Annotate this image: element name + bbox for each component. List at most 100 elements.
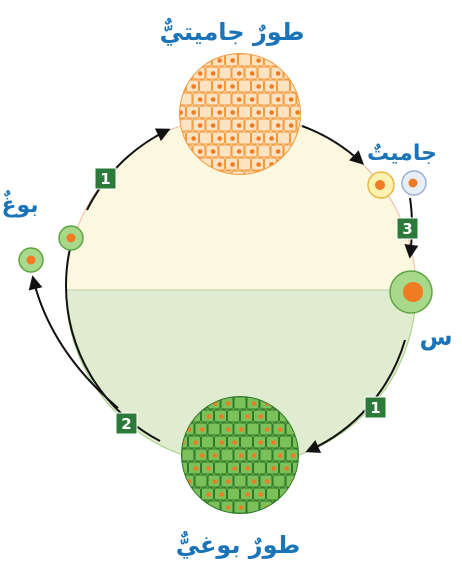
gametophyte-cell bbox=[231, 170, 245, 174]
gametophyte-nucleus bbox=[230, 58, 235, 63]
sporophyte-nucleus bbox=[225, 479, 231, 484]
sporophyte-nucleus bbox=[238, 427, 244, 432]
gametophyte-cell bbox=[180, 92, 193, 106]
gametophyte-cell bbox=[257, 144, 271, 158]
gametophyte-cell bbox=[218, 170, 232, 174]
sporophyte-cell bbox=[253, 461, 266, 475]
gametophyte-nucleus bbox=[230, 136, 235, 141]
sporophyte-nucleus bbox=[232, 440, 237, 445]
sporophyte-nucleus bbox=[206, 492, 211, 497]
sporophyte-cell bbox=[259, 448, 273, 462]
gametophyte-cell bbox=[180, 79, 186, 93]
gametophyte-cell bbox=[290, 79, 300, 93]
gametophyte-nucleus bbox=[236, 123, 242, 128]
gametophyte-nucleus bbox=[288, 71, 294, 76]
gametophyte-nucleus bbox=[197, 123, 203, 128]
gametophyte-nucleus bbox=[217, 136, 222, 141]
sporophyte-cell bbox=[182, 435, 188, 449]
sporophyte-nucleus bbox=[219, 414, 224, 419]
sporophyte-nucleus bbox=[174, 479, 179, 484]
gametophyte-cell bbox=[244, 170, 258, 174]
sporophyte-nucleus bbox=[225, 401, 231, 406]
gametophyte-nucleus bbox=[217, 84, 222, 89]
sporophyte-cell bbox=[182, 500, 195, 513]
gametophyte-nucleus bbox=[295, 110, 300, 115]
sporophyte-cell bbox=[182, 448, 195, 462]
gametophyte-nucleus bbox=[288, 97, 294, 102]
gametophyte-cell bbox=[277, 131, 290, 145]
gametophyte-nucleus bbox=[269, 84, 274, 89]
sporophyte-cell-mass bbox=[169, 396, 299, 514]
gametophyte-cell bbox=[238, 79, 251, 93]
gametophyte-cell bbox=[257, 66, 271, 80]
sporophyte-nucleus bbox=[219, 492, 224, 497]
gametophyte-cell bbox=[277, 79, 290, 93]
sporophyte-nucleus bbox=[212, 453, 218, 458]
sporophyte-nucleus bbox=[284, 466, 289, 471]
gametophyte-nucleus bbox=[275, 123, 281, 128]
gametophyte-nucleus bbox=[217, 58, 222, 63]
sporophyte-nucleus bbox=[212, 479, 218, 484]
sporophyte-nucleus bbox=[193, 466, 198, 471]
gametophyte-nucleus bbox=[295, 58, 300, 63]
sporophyte-cell bbox=[272, 500, 286, 513]
gametophyte-cell bbox=[180, 105, 186, 119]
gametophyte-nucleus bbox=[249, 71, 255, 76]
gametophyte-nucleus bbox=[256, 136, 261, 141]
sporophyte-nucleus bbox=[193, 440, 198, 445]
sporophyte-cell bbox=[220, 448, 234, 462]
gametophyte-nucleus bbox=[236, 97, 242, 102]
sporophyte-nucleus bbox=[258, 414, 263, 419]
step-box-sporophyte-growth: 1 bbox=[364, 396, 387, 419]
gametophyte-cell bbox=[238, 157, 251, 171]
gametophyte-nucleus bbox=[256, 162, 261, 167]
step-box-mitosis: 2 bbox=[115, 412, 138, 435]
arrow-to-spore bbox=[28, 275, 119, 409]
sporophyte-cell bbox=[169, 475, 181, 487]
gametophyte-nucleus bbox=[249, 123, 255, 128]
gametophyte-cell bbox=[290, 54, 300, 67]
gametophyte-nucleus bbox=[236, 149, 242, 154]
step-box-fertilization: 3 bbox=[396, 217, 419, 240]
gametophyte-cell-mass bbox=[167, 53, 301, 175]
diploid-region bbox=[66, 290, 416, 465]
sporophyte-nucleus bbox=[238, 453, 244, 458]
sporophyte-cell bbox=[279, 435, 292, 449]
gametophyte-cell bbox=[257, 92, 271, 106]
gametophyte-nucleus bbox=[295, 84, 300, 89]
sporophyte-nucleus bbox=[251, 479, 257, 484]
gametophyte-cell bbox=[283, 66, 297, 80]
gametophyte-cell bbox=[296, 118, 300, 132]
sporophyte-nucleus bbox=[219, 440, 224, 445]
sporophyte-nucleus bbox=[238, 505, 244, 510]
sporophyte-nucleus bbox=[245, 414, 250, 419]
sporophyte-nucleus bbox=[225, 505, 231, 510]
label-spore: بوغٌ bbox=[1, 189, 38, 218]
gametophyte-cell bbox=[167, 67, 179, 79]
gametophyte-cell bbox=[180, 66, 193, 80]
sporophyte-nucleus bbox=[182, 492, 185, 497]
gamete-blue bbox=[401, 170, 427, 196]
sporophyte-cell bbox=[292, 461, 298, 475]
sporophyte-nucleus bbox=[199, 427, 205, 432]
gametophyte-nucleus bbox=[191, 84, 196, 89]
gametophyte-nucleus bbox=[217, 162, 222, 167]
gametophyte-nucleus bbox=[269, 110, 274, 115]
gametophyte-cell bbox=[199, 79, 212, 93]
gametophyte-nucleus bbox=[210, 97, 216, 102]
gametophyte-cell bbox=[238, 105, 251, 119]
label-gametophyte: طورٌ جاميتيٌّ bbox=[160, 18, 305, 46]
sporophyte-nucleus bbox=[232, 466, 237, 471]
gametophyte-nucleus bbox=[197, 149, 203, 154]
sporophyte-nucleus bbox=[206, 414, 211, 419]
sporophyte-cell bbox=[279, 487, 292, 501]
sporophyte-cell bbox=[246, 500, 260, 513]
gametophyte-nucleus bbox=[210, 71, 216, 76]
sporophyte-nucleus bbox=[206, 466, 211, 471]
sporophyte-cell bbox=[240, 435, 253, 449]
sporophyte-cell bbox=[194, 500, 208, 513]
spore-cell-released bbox=[18, 247, 44, 273]
sporophyte-cell bbox=[188, 487, 201, 501]
arrow-to-gametophyte bbox=[86, 128, 171, 211]
